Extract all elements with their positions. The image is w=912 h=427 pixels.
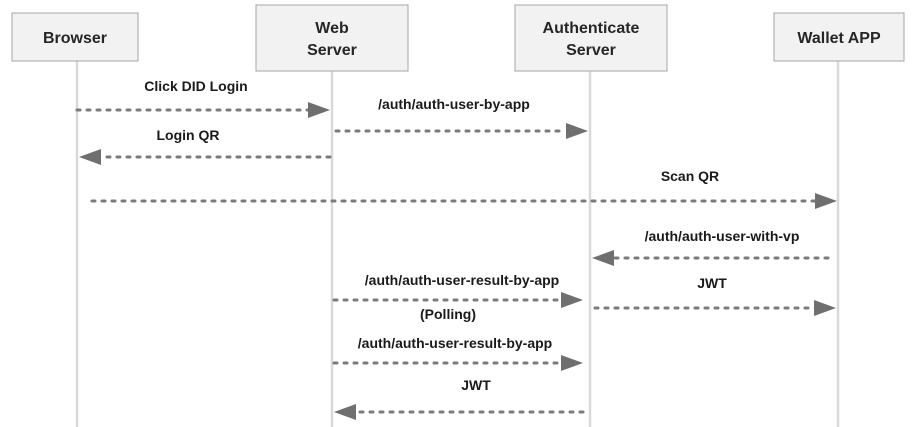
message-label-6: /auth/auth-user-result-by-app [365, 272, 559, 288]
participant-box-web [255, 4, 409, 72]
message-label-5: /auth/auth-user-with-vp [645, 228, 800, 244]
arrow-head-icon [79, 149, 101, 165]
arrow-head-icon [561, 292, 583, 308]
arrow-head-icon [334, 404, 356, 420]
message-label-2: /auth/auth-user-by-app [378, 96, 530, 112]
participant-box-wallet [773, 12, 905, 62]
arrow-head-icon [308, 102, 330, 118]
message-label-3: Login QR [157, 127, 220, 143]
arrow-head-icon [592, 250, 614, 266]
message-label-9: JWT [461, 377, 491, 393]
message-label-4: Scan QR [661, 168, 719, 184]
message-label-8: /auth/auth-user-result-by-app [358, 335, 552, 351]
arrow-head-icon [566, 123, 588, 139]
message-label-7: JWT [697, 275, 727, 291]
arrow-head-icon [814, 300, 836, 316]
participant-label-web: Web [315, 20, 349, 37]
participant-label-web: Server [307, 42, 357, 59]
message-note-6: (Polling) [420, 306, 476, 322]
lifelines-layer [75, 61, 840, 427]
participant-box-auth [514, 4, 668, 72]
participant-label-wallet: Wallet APP [797, 30, 881, 47]
participant-label-auth: Authenticate [543, 20, 640, 37]
participant-label-browser: Browser [43, 30, 107, 47]
arrow-head-icon [815, 193, 837, 209]
arrow-head-icon [561, 355, 583, 371]
participant-box-browser [11, 12, 139, 62]
messages-layer: Click DID Login/auth/auth-user-by-appLog… [75, 78, 837, 420]
message-label-1: Click DID Login [144, 78, 247, 94]
participant-label-auth: Server [566, 42, 616, 59]
